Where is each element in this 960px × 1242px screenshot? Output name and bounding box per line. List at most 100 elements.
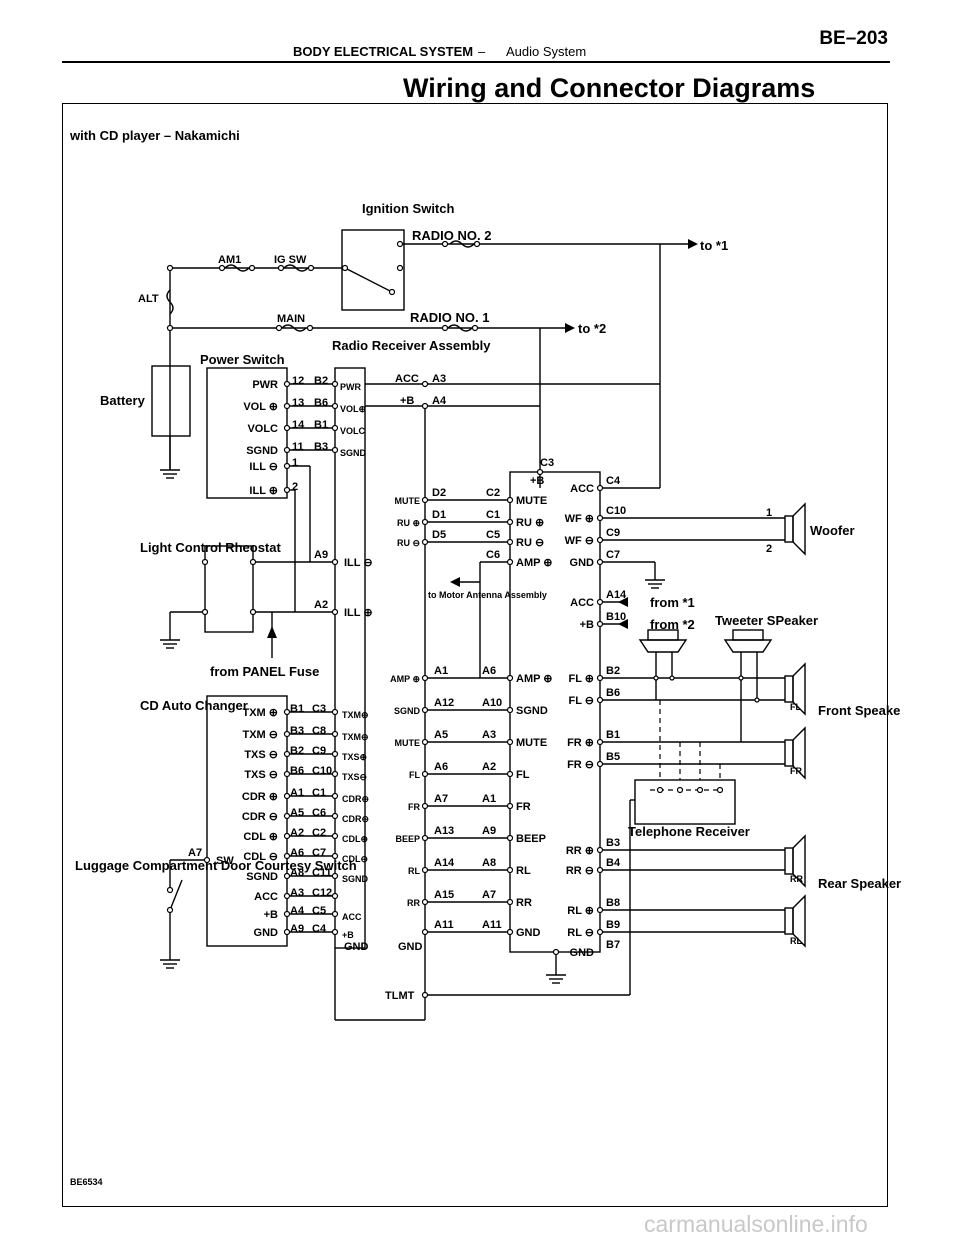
cd-connector: C9 bbox=[312, 745, 326, 757]
power-switch-pin-label: PWR bbox=[252, 379, 278, 391]
amp-bottom-pin: A8 bbox=[482, 857, 496, 869]
rr-tag: RR bbox=[790, 874, 803, 884]
igsw-label: IG SW bbox=[274, 254, 307, 266]
receiver-pin-label: SGND bbox=[340, 448, 367, 458]
alt-label: ALT bbox=[138, 293, 159, 305]
amp-bottom-connector: A6 bbox=[434, 761, 448, 773]
telephone-label: Telephone Receiver bbox=[628, 824, 750, 839]
amp-right-label: GND bbox=[570, 557, 595, 569]
amp-bottom-connector: A5 bbox=[434, 729, 448, 741]
a4-label: A4 bbox=[432, 395, 447, 407]
amp-right-label: WF ⊕ bbox=[565, 513, 594, 525]
power-switch-pin-label: SGND bbox=[246, 445, 278, 457]
cd-pin-number: A5 bbox=[290, 807, 304, 819]
amp-right-pin: B10 bbox=[606, 611, 626, 623]
receiver-pin-label: VOLC bbox=[340, 426, 366, 436]
amp-bottom-pin-label: GND bbox=[516, 927, 541, 939]
cd-connector: C11 bbox=[312, 867, 332, 879]
cd-pin-label: TXM ⊕ bbox=[243, 707, 279, 719]
amp-right-pin: B8 bbox=[606, 897, 620, 909]
cd-connector: C7 bbox=[312, 847, 326, 859]
amp-bottom-pin-label: MUTE bbox=[516, 737, 547, 749]
power-switch-pin-number: 12 bbox=[292, 375, 304, 387]
light-control-label: Light Control Rheostat bbox=[140, 540, 281, 555]
amp-right-pin: B4 bbox=[606, 857, 621, 869]
cd-pin-number: A4 bbox=[290, 905, 305, 917]
cd-pin-label: TXS ⊖ bbox=[244, 769, 278, 781]
front-speaker-label: Front Speake bbox=[818, 703, 900, 718]
receiver-cd-pin-label: +B bbox=[342, 930, 354, 940]
cd-pin-number: A3 bbox=[290, 887, 304, 899]
battery-label: Battery bbox=[100, 393, 146, 408]
rl-tag: RL bbox=[790, 936, 802, 946]
amp-left-label: RU ⊖ bbox=[397, 538, 420, 548]
amp-right-label: WF ⊖ bbox=[565, 535, 594, 547]
cd-pin-number: A1 bbox=[290, 787, 304, 799]
amp-right-label: RR ⊕ bbox=[566, 845, 594, 857]
amp-bottom-pin-label: RR bbox=[516, 897, 532, 909]
amp-bottom-pin: A9 bbox=[482, 825, 496, 837]
amp-left-connector: D5 bbox=[432, 529, 446, 541]
amp-right-label: RL ⊕ bbox=[567, 905, 594, 917]
power-switch-pin-label: VOL ⊕ bbox=[243, 401, 278, 413]
power-switch-pin-number: 13 bbox=[292, 397, 304, 409]
amp-bottom-label: MUTE bbox=[395, 738, 421, 748]
cd-pin-number: A6 bbox=[290, 847, 304, 859]
from2-label: from *2 bbox=[650, 617, 695, 632]
power-switch-pin-label: VOLC bbox=[247, 423, 278, 435]
fr-tag: FR bbox=[790, 766, 802, 776]
power-switch-connector: B3 bbox=[314, 441, 328, 453]
amp-pin-number: C2 bbox=[486, 487, 500, 499]
amp-right-label: ACC bbox=[570, 483, 594, 495]
ill-minus-label: ILL ⊖ bbox=[344, 557, 373, 569]
power-switch-connector: B2 bbox=[314, 375, 328, 387]
to1-label: to *1 bbox=[700, 238, 728, 253]
woofer-pin2: 2 bbox=[766, 543, 772, 555]
cd-changer-label: CD Auto Changer bbox=[140, 698, 248, 713]
to2-label: to *2 bbox=[578, 321, 606, 336]
cd-pin-label: SGND bbox=[246, 871, 278, 883]
watermark: carmanualsonline.info bbox=[644, 1211, 868, 1237]
amp-right-pin: B2 bbox=[606, 665, 620, 677]
receiver-cd-pin-label: TXM⊖ bbox=[342, 732, 369, 742]
power-switch-label: Power Switch bbox=[200, 352, 285, 367]
amp-right-label: RL ⊖ bbox=[567, 927, 594, 939]
amp-bottom-connector: A1 bbox=[434, 665, 448, 677]
amp-bottom-pin: A11 bbox=[482, 919, 502, 931]
amp-bottom-label: AMP ⊕ bbox=[390, 674, 420, 684]
header-subsection: Audio System bbox=[506, 44, 587, 59]
amp-right-label: FL ⊖ bbox=[568, 695, 594, 707]
cd-pin-number: A8 bbox=[290, 867, 304, 879]
cd-pin-label: CDR ⊕ bbox=[242, 791, 278, 803]
figure-code: BE6534 bbox=[70, 1177, 103, 1187]
header-section: BODY ELECTRICAL SYSTEM bbox=[293, 44, 474, 59]
amp-bottom-pin-label: SGND bbox=[516, 705, 548, 717]
amp-bottom-pin: A1 bbox=[482, 793, 496, 805]
amp-bottom-connector: A13 bbox=[434, 825, 454, 837]
power-switch-pin-number: 14 bbox=[292, 419, 305, 431]
amp-left-label: RU ⊕ bbox=[397, 518, 420, 528]
receiver-cd-pin-label: TXM⊕ bbox=[342, 710, 369, 720]
amp-bottom-label: BEEP bbox=[395, 834, 420, 844]
amp-plusb-label: +B bbox=[530, 475, 544, 487]
a9-label: A9 bbox=[314, 549, 328, 561]
amp-bottom-connector: A12 bbox=[434, 697, 454, 709]
amp-right-pin: B1 bbox=[606, 729, 620, 741]
amp-pin-label: RU ⊕ bbox=[516, 517, 544, 529]
tlmt-label: TLMT bbox=[385, 990, 415, 1002]
receiver-cd-pin-label: CDR⊕ bbox=[342, 794, 369, 804]
amp-bottom-pin-label: FR bbox=[516, 801, 531, 813]
recv-plusb-label: +B bbox=[400, 395, 414, 407]
amp-bottom-pin: A3 bbox=[482, 729, 496, 741]
amp-right-pin: C10 bbox=[606, 505, 626, 517]
amp-right-label: +B bbox=[580, 619, 594, 631]
cd-pin-number: A2 bbox=[290, 827, 304, 839]
ignition-switch-label: Ignition Switch bbox=[362, 201, 454, 216]
power-switch-pin-number: 11 bbox=[292, 441, 304, 453]
amp-right-pin: C4 bbox=[606, 475, 621, 487]
amp-bottom-pin: A10 bbox=[482, 697, 502, 709]
recv-acc-label: ACC bbox=[395, 373, 419, 385]
